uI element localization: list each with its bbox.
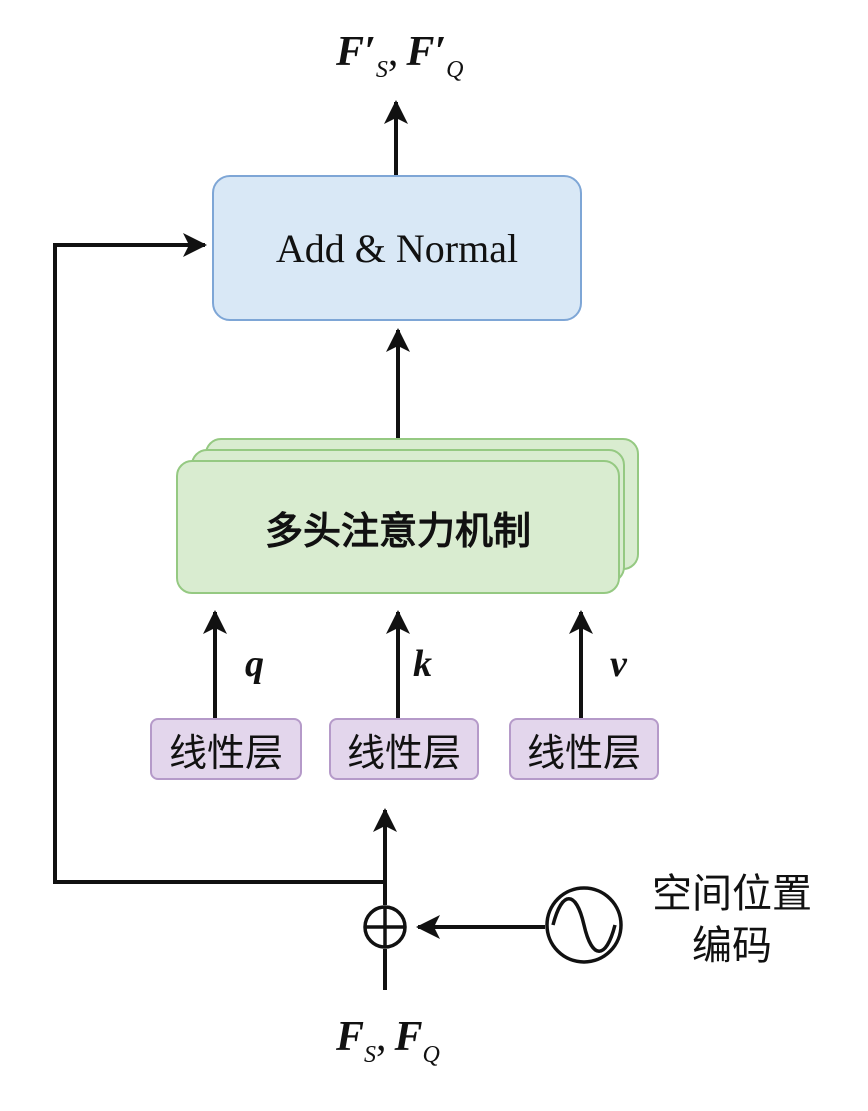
sum-icon [363, 905, 407, 949]
linear-layer-label: 线性层 [346, 730, 461, 775]
add-normal-block: Add & Normal [212, 175, 582, 321]
linear-layer-k: 线性层 [329, 718, 479, 780]
add-normal-label: Add & Normal [275, 225, 519, 271]
v-label: v [610, 643, 627, 685]
positional-encoding-label: 空间位置 编码 [652, 871, 812, 969]
input-features-label: FS,FQ [336, 1014, 440, 1068]
k-label: k [413, 643, 432, 685]
q-label: q [245, 643, 264, 685]
linear-layer-label: 线性层 [526, 730, 641, 775]
linear-layer-v: 线性层 [509, 718, 659, 780]
attention-label: 多头注意力机制 [264, 508, 531, 553]
multi-head-attention-block: 多头注意力机制 [176, 460, 620, 594]
output-features-label: F′S,F′Q [336, 29, 464, 83]
residual-connection [53, 233, 385, 884]
linear-layer-q: 线性层 [150, 718, 302, 780]
linear-layer-label: 线性层 [168, 730, 283, 775]
sine-wave-icon [545, 886, 623, 964]
